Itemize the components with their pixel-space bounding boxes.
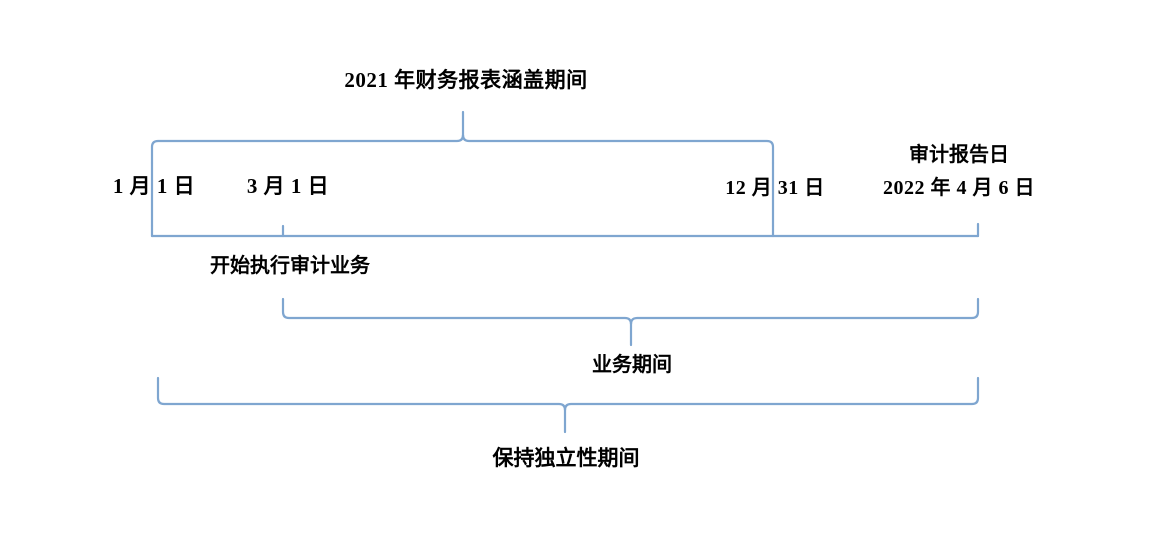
span-label-independence-period: 保持独立性期间 (492, 447, 640, 470)
milestone-label-dec-31: 12 月 31 日 (725, 177, 825, 199)
annotation-audit-report-date: 审计报告日 (909, 144, 1009, 166)
bracket-fiscal-statement-period (150, 133, 775, 165)
milestone-label-jan-1: 1 月 1 日 (112, 174, 196, 198)
fiscal-period-title: 2021 年财务报表涵盖期间 (344, 68, 588, 92)
milestone-label-audit-report-date: 2022 年 4 月 6 日 (883, 177, 1035, 199)
milestone-label-mar-1: 3 月 1 日 (246, 174, 330, 198)
bracket-independence-period (156, 376, 980, 412)
annotation-audit-start: 开始执行审计业务 (210, 255, 370, 277)
bracket-engagement-period (281, 297, 980, 326)
span-label-engagement-period: 业务期间 (592, 354, 672, 376)
